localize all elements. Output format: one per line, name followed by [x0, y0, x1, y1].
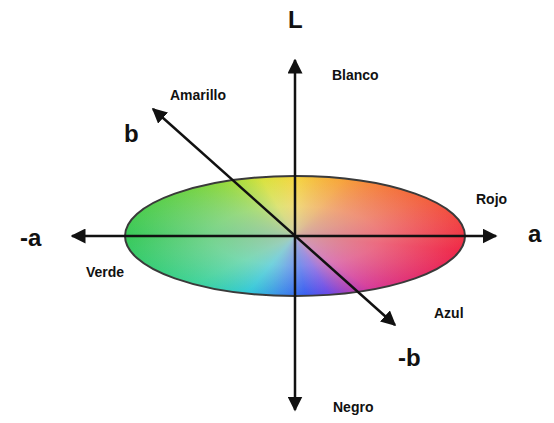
color-name: Azul	[434, 306, 464, 320]
a-axis	[72, 235, 496, 238]
axis-letter: a	[528, 222, 541, 246]
color-name: Blanco	[332, 68, 379, 82]
b-axis	[153, 109, 395, 325]
color-name: Rojo	[476, 192, 507, 206]
axis-letter: -a	[20, 226, 41, 250]
axis-letter: -b	[398, 346, 421, 370]
axis-letter: L	[288, 8, 303, 32]
color-name: Negro	[333, 400, 373, 414]
axis-letter: b	[124, 122, 139, 146]
color-name: Verde	[86, 265, 124, 279]
color-name: Amarillo	[170, 88, 226, 102]
